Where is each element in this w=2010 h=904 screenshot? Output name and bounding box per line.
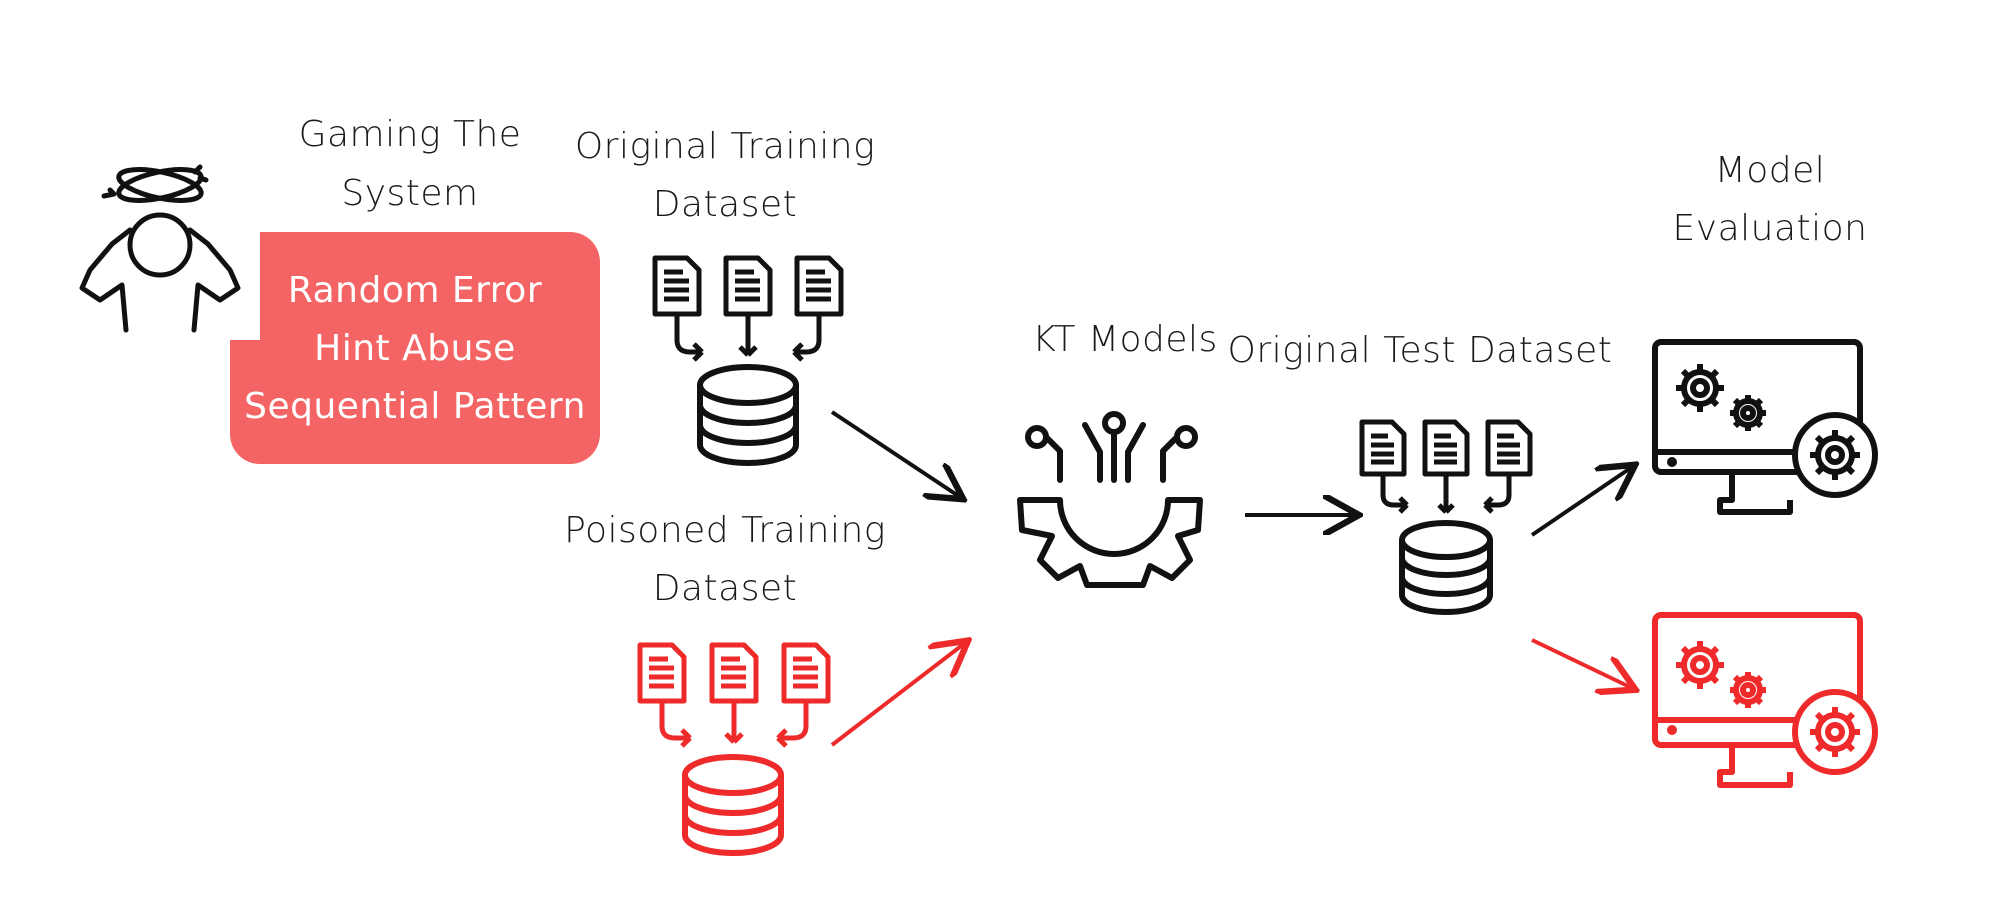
attack-item-sequential-pattern: Sequential Pattern bbox=[244, 386, 586, 427]
poisoned-training-docs-icon bbox=[637, 642, 831, 748]
kt-models-label: KT Models bbox=[1032, 319, 1218, 360]
original-test-label: Original Test Dataset bbox=[1227, 330, 1613, 371]
attack-title-line2: System bbox=[341, 173, 479, 214]
monitor-gears-icon-normal bbox=[1652, 339, 1878, 515]
poisoned-training-label-line2: Dataset bbox=[652, 568, 798, 609]
attack-title-line1: Gaming The bbox=[298, 114, 522, 155]
attack-item-hint-abuse: Hint Abuse bbox=[314, 328, 516, 369]
attack-item-random-error: Random Error bbox=[287, 270, 543, 311]
original-training-docs-icon bbox=[652, 255, 844, 362]
original-test-database-icon bbox=[1399, 520, 1493, 615]
original-test-docs-icon bbox=[1359, 419, 1533, 514]
arrow-test-to-eval-poisoned bbox=[1531, 638, 1632, 688]
poisoned-training-label-line1: Poisoned Training bbox=[564, 510, 886, 551]
poisoned-training-database-icon bbox=[682, 754, 784, 856]
stressed-person-icon bbox=[79, 164, 241, 333]
monitor-gears-icon-poisoned bbox=[1652, 612, 1878, 788]
original-training-database-icon bbox=[697, 364, 799, 466]
kt-model-gear-icon bbox=[1017, 411, 1203, 588]
arrow-test-to-eval-normal bbox=[1530, 467, 1632, 537]
attack-types-box bbox=[230, 232, 600, 464]
arrow-original-to-model bbox=[830, 410, 960, 497]
arrow-poisoned-to-model bbox=[830, 643, 965, 747]
model-evaluation-line2: Evaluation bbox=[1672, 208, 1868, 249]
model-evaluation-line1: Model bbox=[1714, 150, 1826, 191]
original-training-label-line2: Dataset bbox=[652, 184, 798, 225]
original-training-label-line1: Original Training bbox=[574, 126, 876, 167]
